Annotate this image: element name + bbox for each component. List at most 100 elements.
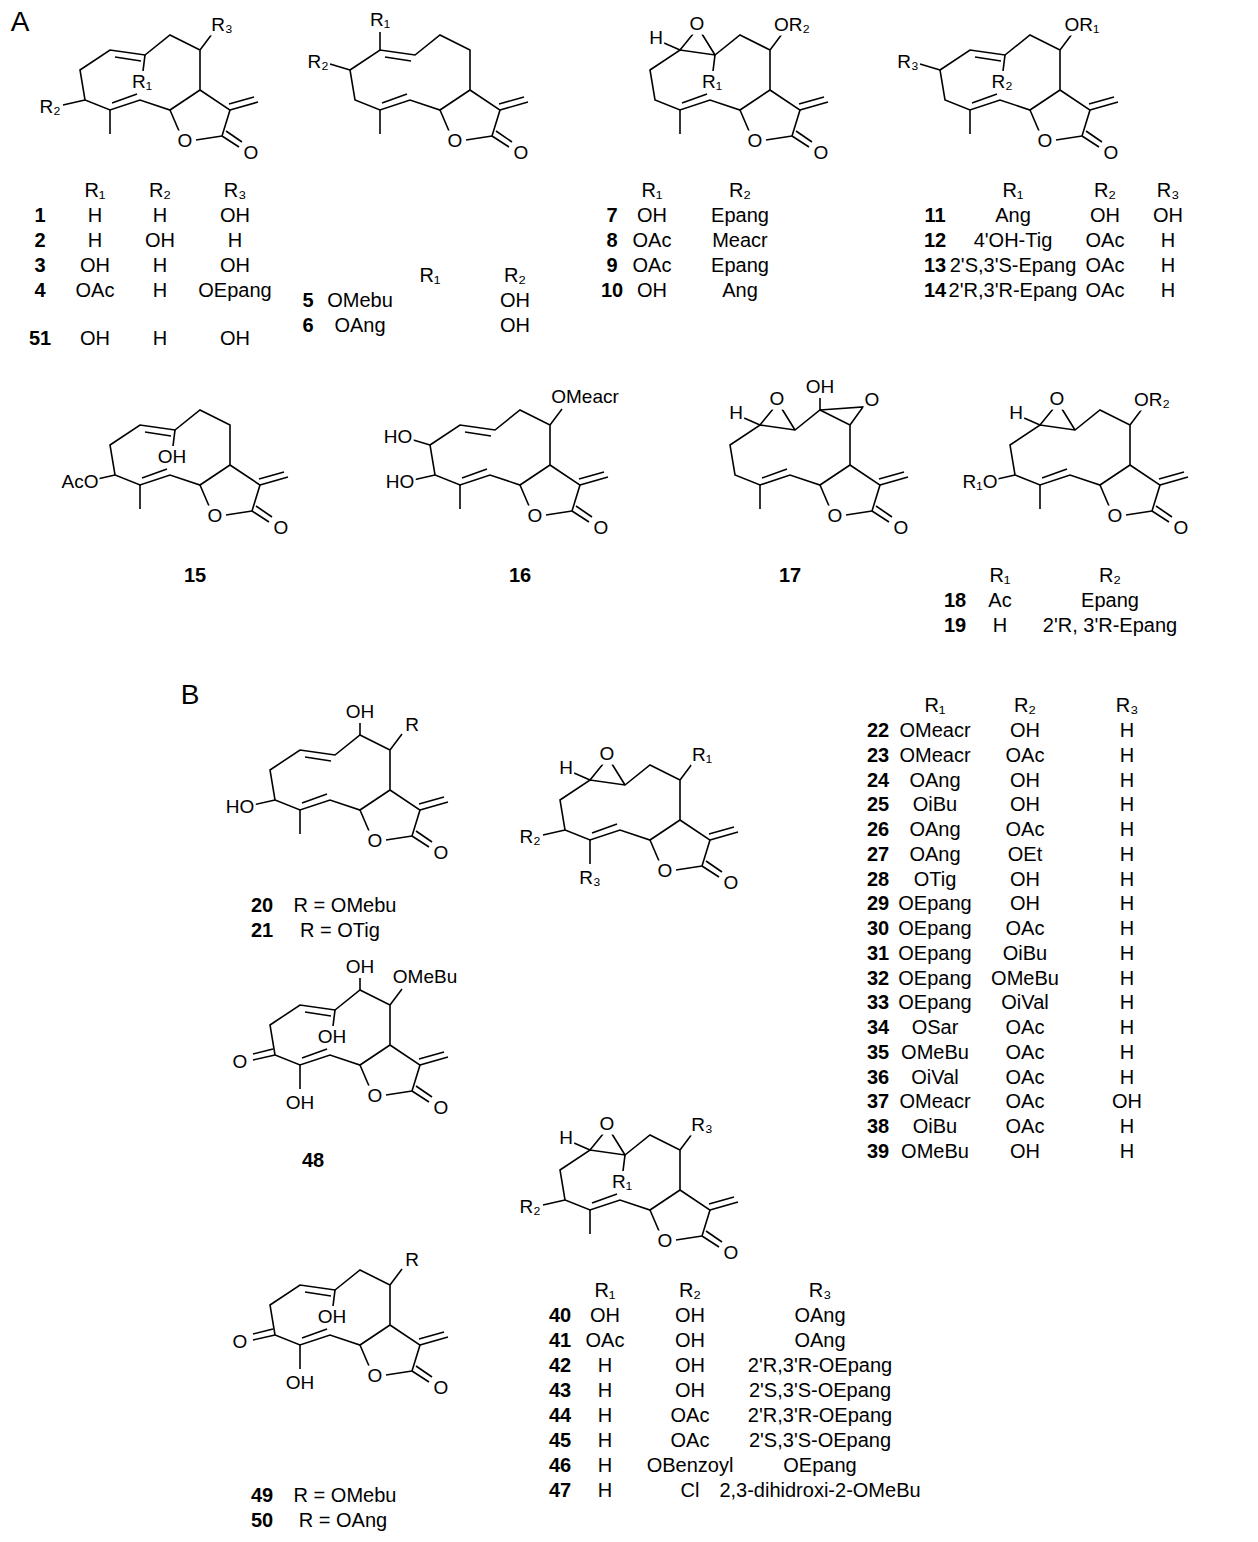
table-cell: OiBu [1002,942,1048,964]
table-cell: OEpang [897,991,972,1013]
table-cell: H [597,1404,613,1426]
table-cell: OAng [793,1329,846,1351]
table-cell: 2'S,3'S-OEpang [748,1429,892,1451]
atom-label: OMeBu [392,967,458,988]
table-cell: H [1119,892,1135,914]
atom-label: O [827,506,844,527]
table-cell: 2'R,3'R-Epang [948,279,1079,301]
table-cell: OAc [585,1329,626,1351]
table-cell: OAc [1085,254,1126,276]
compound-number: 23 [866,744,890,766]
table-cell: H [1119,967,1135,989]
compound-number: 39 [866,1140,890,1162]
structure-22 [543,764,738,877]
compound-number: 35 [866,1041,890,1063]
compound-number: 22 [866,719,890,741]
table-cell: H [227,229,243,251]
atom-label: O [1049,389,1066,410]
atom-label: O [769,389,786,410]
compound-number: 28 [866,868,890,890]
table-cell: H [1119,991,1135,1013]
compound-number: 49 [250,1484,274,1506]
table-cell: Ac [987,589,1012,611]
table-cell: OH [636,279,668,301]
table-cell: R₂ [1013,694,1037,716]
atom-label: R₁ [611,1172,633,1193]
compound-number: 46 [548,1454,572,1476]
compound-number: 31 [866,942,890,964]
table-cell: OH [499,314,531,336]
table-cell: OH [674,1354,706,1376]
compound-number: 21 [250,919,274,941]
atom-label: O [599,744,616,765]
compound-number: 4 [33,279,46,301]
table-cell: H [1119,1066,1135,1088]
atom-label: R [404,715,420,736]
compound-number: 2 [33,229,46,251]
atom-label: OH [285,1093,316,1114]
table-cell: R₁ [1001,179,1024,201]
table-cell: H [1119,1041,1135,1063]
atom-label: O [813,143,830,164]
table-cell: OH [1009,769,1041,791]
atom-label: H [558,758,574,779]
table-cell: OAc [1005,1090,1046,1112]
atom-label: O [657,1231,674,1252]
table-cell: OEpang [897,942,972,964]
atom-label: AcO [61,472,100,493]
table-cell: R₁ [923,694,946,716]
compound-number: 10 [600,279,624,301]
atom-label: OR₁ [1064,15,1101,36]
table-cell: R₂ [1098,564,1122,586]
table-cell: 2'R,3'R-OEpang [747,1404,893,1426]
table-cell: H [1119,868,1135,890]
table-cell: H [1119,719,1135,741]
atom-label: R₂ [38,97,61,118]
table-cell: H [992,614,1008,636]
table-cell: OH [674,1329,706,1351]
table-cell: OiBu [912,1115,958,1137]
atom-label: O [367,1086,384,1107]
atom-label: R₂ [306,52,329,73]
atom-label: O [177,131,194,152]
structure-5 [330,32,528,147]
table-cell: OAng [333,314,386,336]
table-cell: OAng [908,843,961,865]
table-cell: H [1119,843,1135,865]
compound-number: 8 [605,229,618,251]
table-cell: Cl [680,1479,701,1501]
atom-label: R₂ [518,1197,541,1218]
atom-label: O [689,14,706,35]
atom-label: O [433,1378,450,1399]
table-cell: R₃ [1156,179,1181,201]
atom-label: H [728,403,744,424]
table-cell: R = OMebu [293,894,398,916]
table-cell: OAc [1085,279,1126,301]
atom-label: O [599,1114,616,1135]
structure-15 [93,410,288,522]
table-cell: OAc [1005,1115,1046,1137]
table-cell: H [1119,1016,1135,1038]
table-cell: OAng [908,818,961,840]
table-cell: OH [1009,719,1041,741]
atom-label: OH [285,1373,316,1394]
atom-label: OH [317,1307,348,1328]
table-cell: OH [1009,868,1041,890]
compound-number: 6 [301,314,314,336]
atom-label: O [433,843,450,864]
compound-number: 44 [548,1404,572,1426]
table-cell: 2,3-dihidroxi-2-OMeBu [718,1479,921,1501]
table-cell: R₃ [1115,694,1140,716]
table-cell: OAc [632,229,673,251]
structure-16 [410,409,608,522]
structure-1 [63,34,258,147]
atom-label: O [232,1332,249,1353]
table-cell: OAng [793,1304,846,1326]
atom-label: R₃ [210,15,233,36]
table-cell: H [1160,254,1176,276]
compound-number: 43 [548,1379,572,1401]
compound-number: 11 [923,204,946,226]
table-cell: OH [636,204,668,226]
table-cell: R₁ [988,564,1011,586]
